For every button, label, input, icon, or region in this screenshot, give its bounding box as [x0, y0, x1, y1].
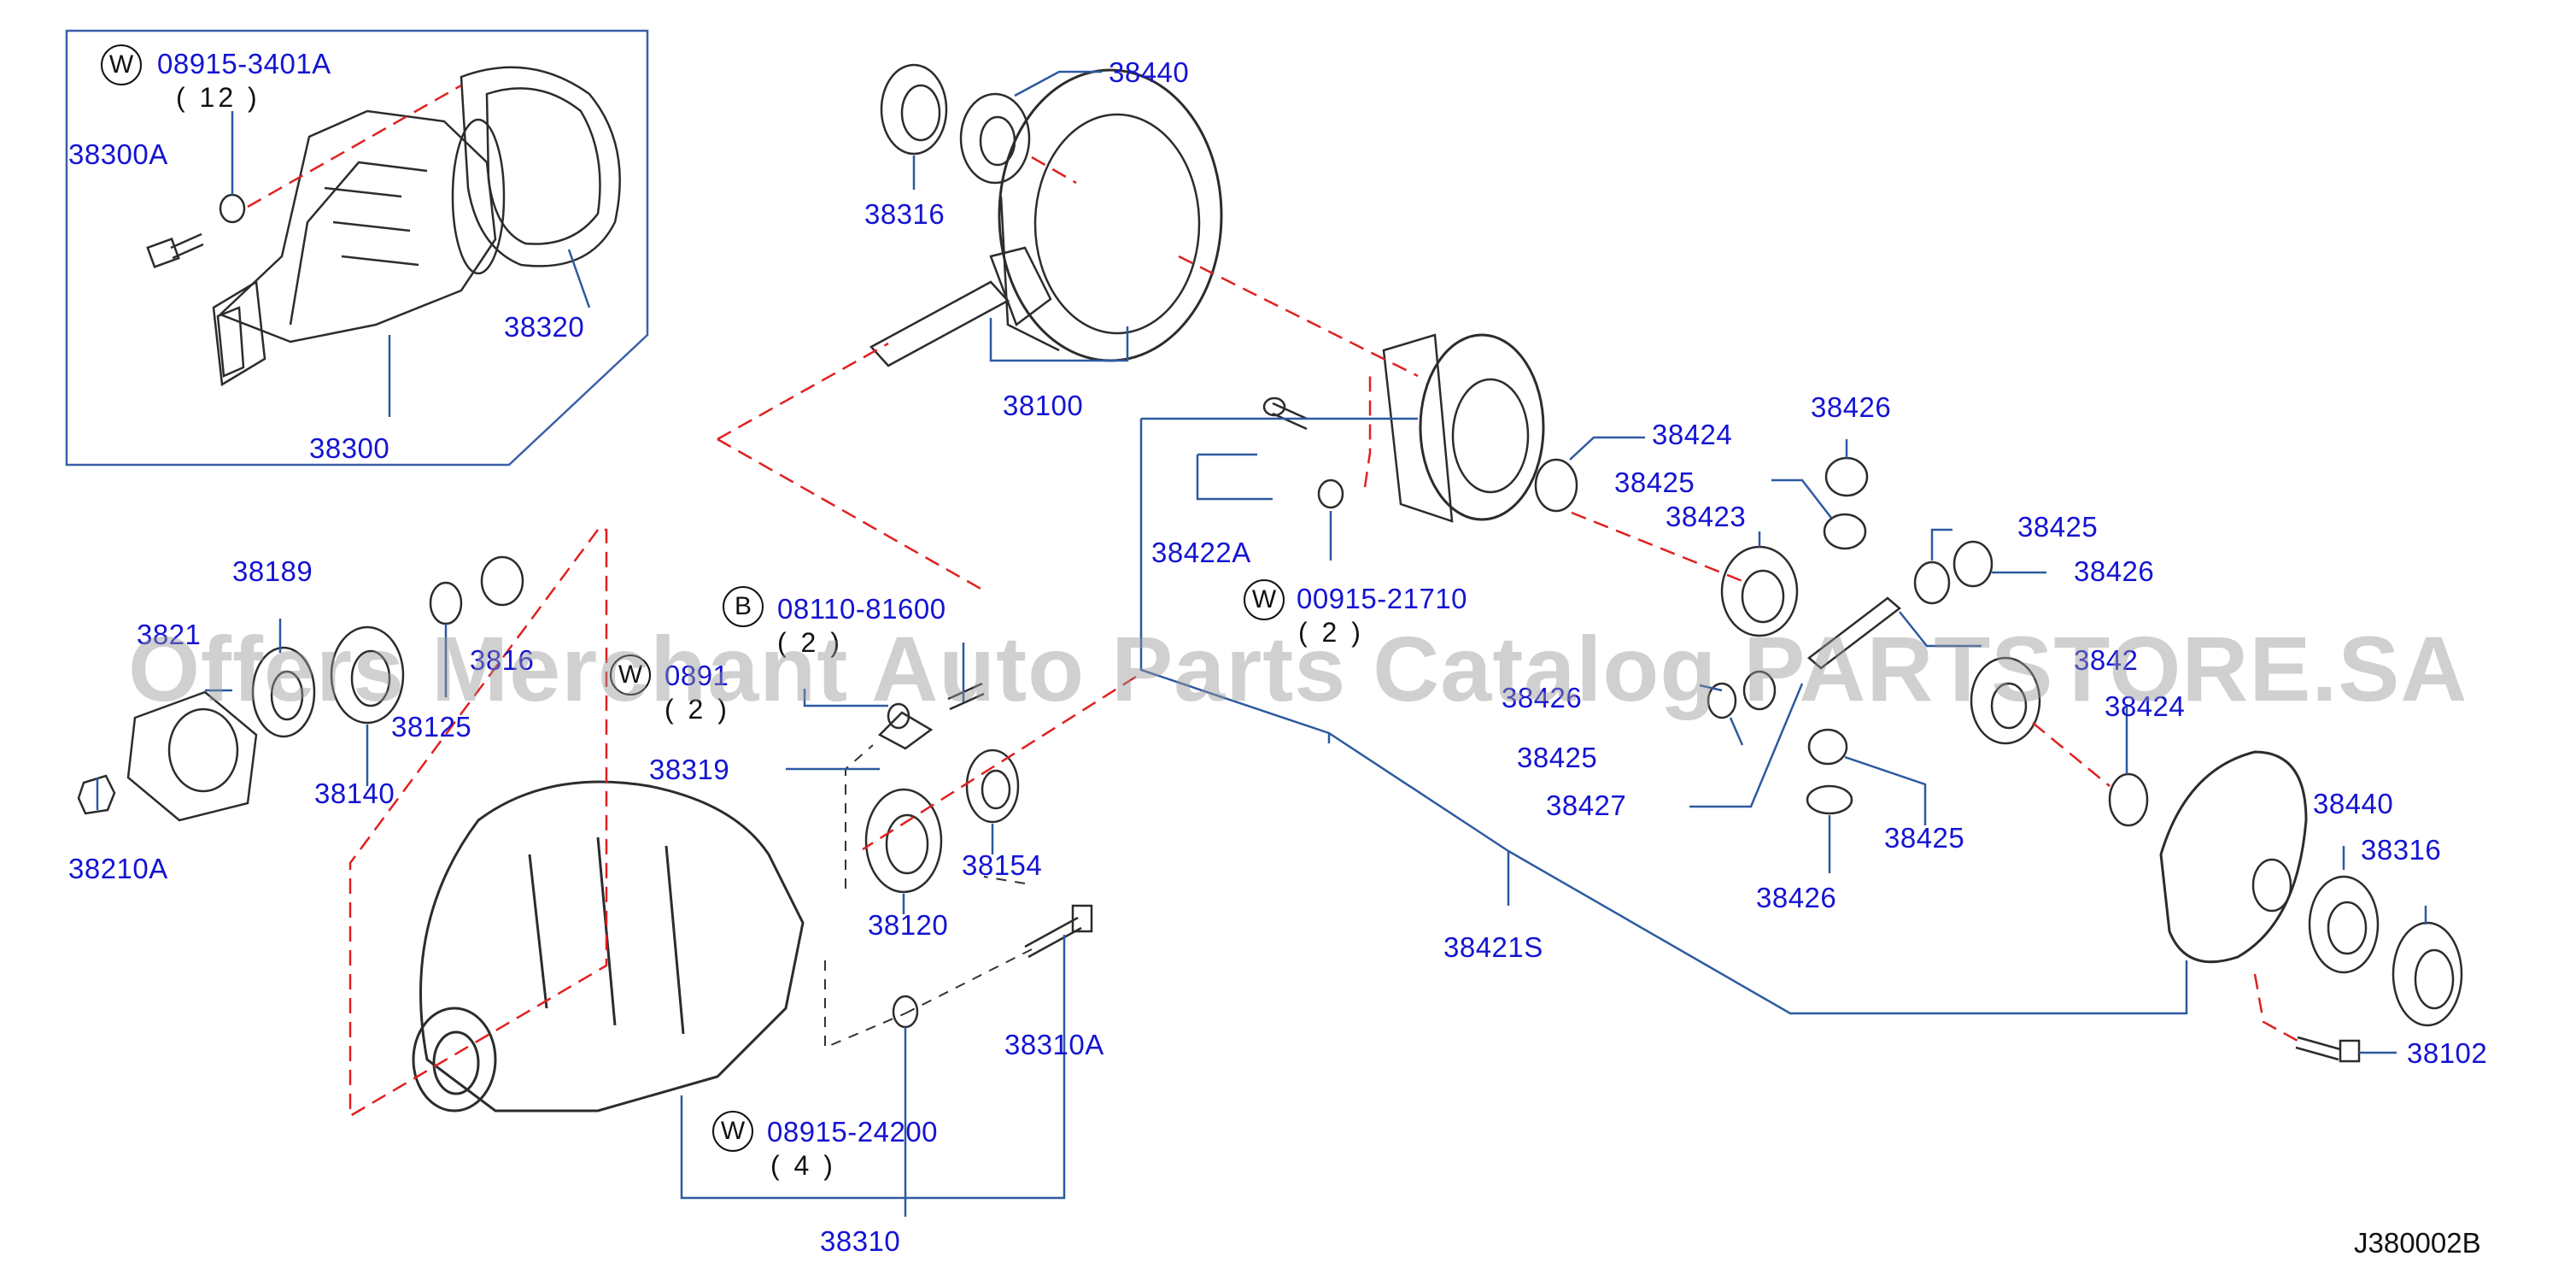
diff-case-drawing [1382, 333, 1545, 523]
part-label-3821[interactable]: 3821 [137, 619, 202, 650]
part-label-38300A[interactable]: 38300A [68, 138, 168, 170]
quantity-label: ( 2 ) [777, 627, 843, 658]
washer-38424-top-drawing [1534, 458, 1578, 513]
washer-38426-d-drawing [1806, 784, 1853, 815]
bearing-38440-top-drawing [959, 92, 1031, 185]
washer-0891-drawing [887, 702, 910, 730]
washer-08915-24200-drawing [892, 995, 919, 1029]
seal-38189-drawing [251, 646, 316, 738]
part-label-08915-24200[interactable]: 08915-24200 [767, 1116, 939, 1148]
part-label-38140[interactable]: 38140 [314, 778, 395, 809]
bolt-38102-drawing [2295, 1036, 2361, 1063]
part-label-38424-top[interactable]: 38424 [1652, 419, 1733, 450]
part-label-38426-b[interactable]: 38426 [2074, 555, 2155, 587]
quantity-label: ( 12 ) [176, 82, 261, 113]
part-label-08915-3401A[interactable]: 08915-3401A [157, 48, 331, 79]
bearing-38120-drawing [864, 788, 943, 894]
side-gear-right-drawing [1970, 656, 2041, 745]
quantity-label: ( 4 ) [770, 1150, 836, 1181]
diagram-code: J380002B [2354, 1227, 2481, 1259]
bearing-38140-drawing [330, 625, 405, 725]
code-circle-w: W [101, 44, 142, 85]
washer-08915-drawing [219, 193, 246, 224]
washer-00915-drawing [1317, 478, 1344, 509]
bracket-38319-drawing [877, 711, 934, 750]
bolt-38300A-drawing [146, 232, 204, 269]
part-label-38310[interactable]: 38310 [820, 1225, 901, 1257]
watermark-text: Offers Merchant Auto Parts Catalog PARTS… [128, 617, 2468, 720]
part-label-38316-right[interactable]: 38316 [2361, 834, 2442, 866]
part-label-38154[interactable]: 38154 [962, 849, 1043, 881]
part-label-38421S[interactable]: 38421S [1443, 931, 1543, 963]
part-label-38423[interactable]: 38423 [1666, 501, 1747, 532]
pinion-38425-b-drawing [1913, 561, 1951, 605]
shaft-38427-drawing [1807, 596, 1901, 670]
code-circle-w: W [712, 1111, 753, 1152]
part-label-38440-top[interactable]: 38440 [1109, 56, 1190, 88]
part-label-00915-21710[interactable]: 00915-21710 [1297, 583, 1468, 614]
part-label-3842[interactable]: 3842 [2074, 644, 2139, 676]
install-dashed-lines [824, 744, 1034, 1049]
code-circle-w: W [610, 655, 651, 696]
part-label-38310A[interactable]: 38310A [1004, 1029, 1104, 1060]
part-label-38426-c[interactable]: 38426 [1502, 682, 1583, 713]
part-label-38424-right[interactable]: 38424 [2105, 690, 2186, 722]
part-label-0891[interactable]: 0891 [664, 660, 729, 691]
phantom-lines [247, 84, 2298, 1118]
leader-lines [96, 70, 2427, 1217]
inset-frame [65, 29, 649, 467]
part-label-38425-c[interactable]: 38425 [1517, 742, 1598, 773]
washer-38426-c-drawing [1707, 682, 1737, 719]
nut-38316-top-drawing [880, 63, 948, 156]
part-label-38427[interactable]: 38427 [1546, 790, 1627, 821]
bolt-38422A-drawing [1262, 396, 1308, 431]
part-label-08110-81600[interactable]: 08110-81600 [777, 593, 946, 625]
part-label-38102[interactable]: 38102 [2407, 1037, 2488, 1069]
nut-38210A-drawing [77, 774, 116, 815]
washer-38426-a-drawing [1824, 456, 1869, 497]
carrier-38310-drawing [412, 780, 805, 1112]
part-label-38300[interactable]: 38300 [309, 432, 390, 464]
pinion-38100-drawing [869, 246, 1052, 367]
part-label-38426-d[interactable]: 38426 [1756, 882, 1837, 913]
part-label-38210A[interactable]: 38210A [68, 853, 168, 884]
part-label-38319[interactable]: 38319 [649, 754, 730, 785]
seal-38154-drawing [965, 748, 1020, 824]
part-label-38100[interactable]: 38100 [1003, 390, 1084, 421]
code-circle-w: W [1244, 579, 1285, 620]
part-label-38422A[interactable]: 38422A [1151, 537, 1251, 568]
quantity-label: ( 2 ) [664, 694, 730, 725]
part-label-38189[interactable]: 38189 [232, 555, 313, 587]
part-label-38425-d[interactable]: 38425 [1884, 822, 1965, 854]
nut-38316-right-drawing [2392, 921, 2463, 1027]
part-label-38425-a[interactable]: 38425 [1614, 467, 1695, 498]
part-label-38440-right[interactable]: 38440 [2313, 788, 2394, 819]
washer-38424-right-drawing [2108, 772, 2149, 827]
quantity-label: ( 2 ) [1298, 617, 1364, 648]
part-label-38320[interactable]: 38320 [504, 311, 585, 343]
bolt-08110-drawing [947, 682, 985, 711]
housing-38300-drawing [212, 109, 506, 387]
part-label-3816[interactable]: 3816 [470, 644, 535, 676]
part-label-38425-b[interactable]: 38425 [2017, 511, 2099, 543]
flange-38210-drawing [126, 690, 258, 822]
part-label-38125[interactable]: 38125 [391, 711, 472, 743]
collar-38165-drawing [480, 555, 524, 607]
stud-38310A-drawing [1024, 904, 1093, 959]
pinion-38425-d-drawing [1807, 728, 1848, 766]
pinion-38425-a-drawing [1823, 513, 1867, 550]
part-label-38120[interactable]: 38120 [868, 909, 949, 941]
part-label-38316-top[interactable]: 38316 [864, 198, 946, 230]
ring-gear-38100-drawing [998, 68, 1223, 362]
pinion-38425-c-drawing [1742, 670, 1777, 711]
part-label-38426-a[interactable]: 38426 [1811, 391, 1892, 423]
diff-cover-drawing [2159, 750, 2308, 964]
bearing-38440-right-drawing [2308, 875, 2380, 974]
washer-38426-b-drawing [1952, 540, 1993, 588]
code-circle-b: B [723, 586, 764, 627]
gasket-38320-drawing [460, 66, 621, 267]
